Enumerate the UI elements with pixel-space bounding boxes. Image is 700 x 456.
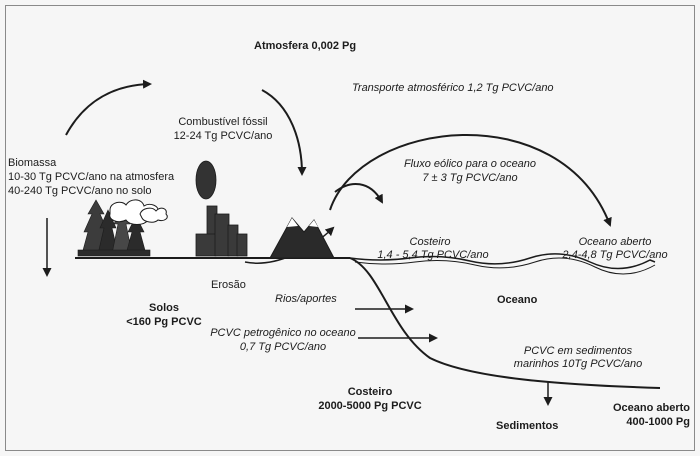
coastal-flux-value: 1,4 - 5,4 Tg PCVC/ano [377,249,489,261]
figure-border [5,5,695,451]
biomass-soil: 40-240 Tg PCVC/ano no solo [8,185,152,197]
sediments-label: Sedimentos [496,420,559,432]
open-store-value: 400-1000 Pg [626,416,690,428]
fossil-value: 12-24 Tg PCVC/ano [173,130,273,142]
coastal-flux-title: Costeiro [409,236,451,248]
sediment-flux-value: marinhos 10Tg PCVC/ano [513,358,643,370]
atm-transport-label: Transporte atmosférico 1,2 Tg PCVC/ano [352,82,554,94]
sediment-curve [349,257,661,389]
biomass-title: Biomassa [8,157,57,169]
coastal-store-title: Costeiro [347,386,393,398]
biomass-up-arrow [65,79,152,136]
erosion-label: Erosão [211,279,246,291]
factory-icon [195,160,248,257]
cloud-icon [109,199,168,225]
biomass-atm: 10-30 Tg PCVC/ano na atmosfera [8,171,175,183]
transport-arc [329,134,612,227]
rivers-label: Rios/aportes [275,293,337,305]
eolic-arrow [334,182,383,204]
open-ocean-flux-value: 2,4-4,8 Tg PCVC/ano [562,249,668,261]
ocean-label: Oceano [497,294,538,306]
atmosphere-label: Atmosfera 0,002 Pg [254,40,357,52]
mountain-icon [269,217,335,259]
trees-icon [77,199,151,257]
petro-title: PCVC petrogênico no oceano [210,327,356,339]
sediment-flux-title: PCVC em sedimentos [523,345,633,357]
sea-surface-line-2 [354,257,656,275]
soils-value: <160 Pg PCVC [126,316,202,328]
soils-title: Solos [149,302,179,314]
atmosphere-down-arrow [261,89,307,176]
coastal-store-value: 2000-5000 Pg PCVC [318,400,422,412]
eolic-title: Fluxo eólico para o oceano [403,158,537,170]
fossil-title: Combustível fóssil [178,116,268,128]
eolic-value: 7 ± 3 Tg PCVC/ano [422,172,518,184]
sea-surface [349,253,656,270]
open-ocean-flux-title: Oceano aberto [578,236,652,248]
petro-value: 0,7 Tg PCVC/ano [239,341,327,353]
open-store-title: Oceano aberto [612,402,690,414]
